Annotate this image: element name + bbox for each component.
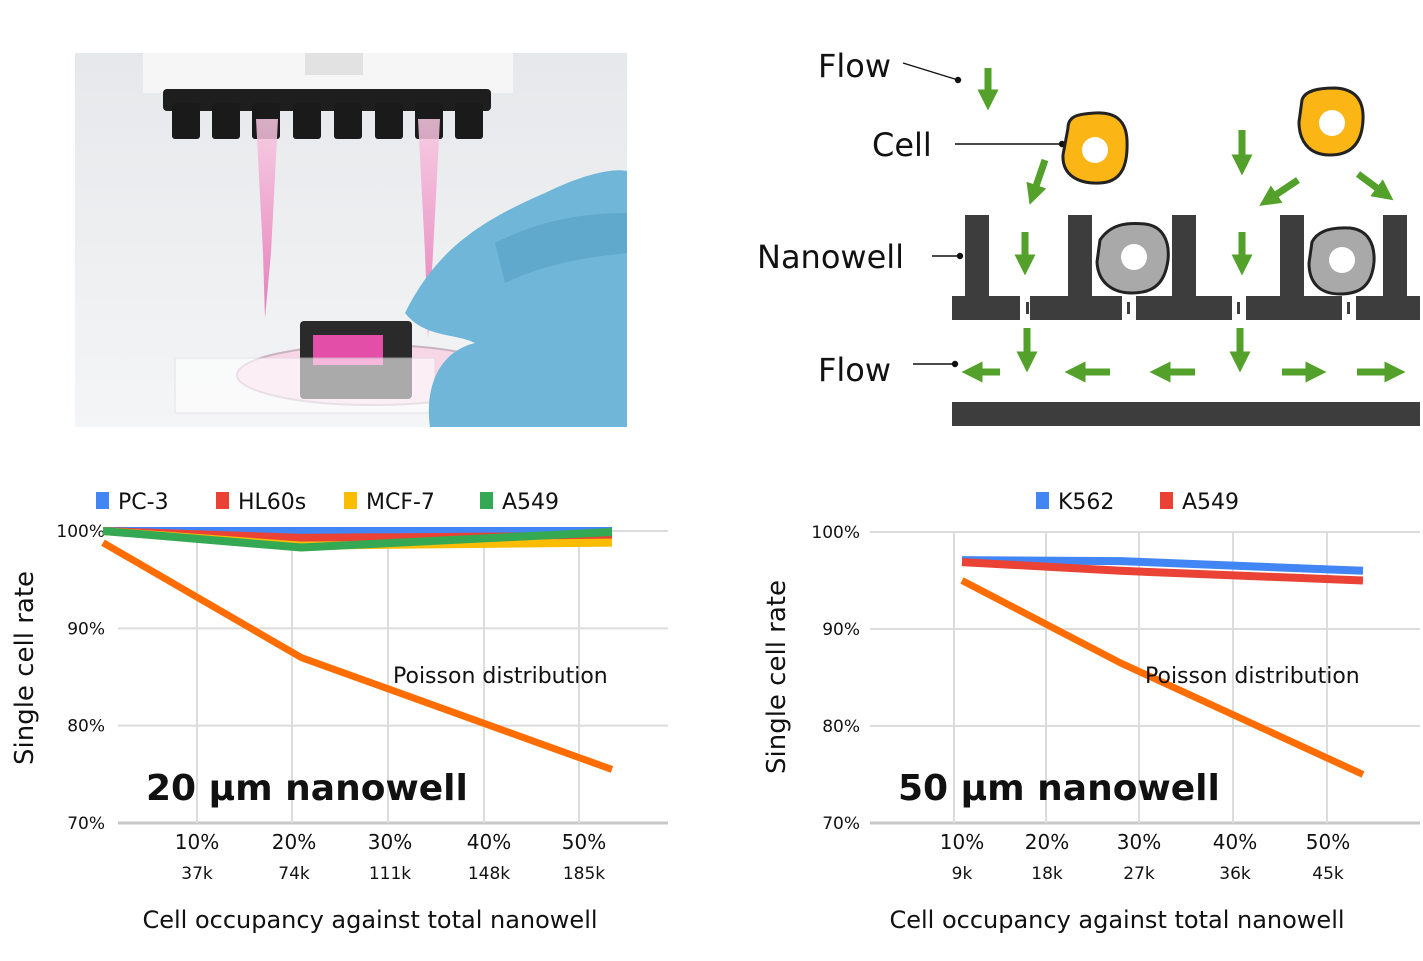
legend-swatch <box>96 492 109 509</box>
chart-title: 20 μm nanowell <box>146 768 468 809</box>
y-tick-label: 80% <box>67 717 105 737</box>
legend-swatch <box>480 492 493 509</box>
pipette-head <box>163 89 491 111</box>
series-line-a549 <box>102 527 613 552</box>
x-tick-label: 50% <box>562 830 606 854</box>
lab-photo <box>75 53 627 427</box>
x-sub-tick-label: 9k <box>952 864 973 884</box>
x-sub-tick-label: 36k <box>1219 864 1251 884</box>
y-tick-label: 100% <box>811 523 860 543</box>
y-axis-title: Single cell rate <box>762 580 792 774</box>
y-tick-label: 90% <box>822 620 860 640</box>
x-tick-label: 20% <box>272 830 316 854</box>
glass-slide <box>174 357 436 414</box>
legend-label: PC-3 <box>118 490 169 515</box>
x-tick-label: 30% <box>368 830 412 854</box>
legend-label: HL60s <box>238 490 306 515</box>
cell-trapped-2 <box>1307 226 1376 296</box>
leader-lines <box>902 62 1066 368</box>
grid <box>118 530 668 825</box>
legend-label: A549 <box>502 490 559 515</box>
chart-title: 50 μm nanowell <box>898 768 1220 809</box>
legend-label: A549 <box>1182 490 1239 515</box>
pipette-button <box>305 53 363 75</box>
x-tick-label: 20% <box>1025 830 1069 854</box>
label-nanowell: Nanowell <box>757 238 904 276</box>
series-line-poisson <box>101 539 614 773</box>
y-tick-label: 90% <box>67 619 105 639</box>
y-tick-label: 80% <box>822 717 860 737</box>
chart-50um: 70% 80% 90% 100% 10% 9k 20% 18k 30% 27k 40% 36k 50% 4… <box>762 490 1420 934</box>
glove-shadow <box>495 213 627 283</box>
legend-label: K562 <box>1058 490 1114 515</box>
y-axis-title: Single cell rate <box>10 571 40 765</box>
legend-swatch <box>216 492 229 509</box>
label-cell: Cell <box>872 126 932 164</box>
x-sub-tick-label: 45k <box>1312 864 1344 884</box>
series-line-a549 <box>961 558 1364 585</box>
x-tick-label: 50% <box>1306 830 1350 854</box>
label-flow-bottom: Flow <box>818 351 891 389</box>
y-tick-label: 70% <box>822 814 860 834</box>
poisson-annotation: Poisson distribution <box>1145 664 1360 689</box>
cells <box>1061 86 1376 296</box>
label-flow-top: Flow <box>818 47 891 85</box>
x-tick-label: 30% <box>1117 830 1161 854</box>
x-axis-title: Cell occupancy against total nanowell <box>889 906 1344 934</box>
x-sub-tick-label: 148k <box>468 864 510 884</box>
pipette-tip-right <box>418 119 440 338</box>
nanowell-flow-diagram: Flow Cell Nanowell Flow <box>757 47 1420 426</box>
legend: PC-3 HL60s MCF-7 A549 <box>96 490 559 515</box>
chart-20um: 70% 80% 90% 100% 10% 37k 20% 74k 30% 111k 40% 148k 5… <box>10 490 668 934</box>
series-lines <box>101 527 614 773</box>
x-tick-label: 10% <box>175 830 219 854</box>
legend-swatch <box>344 492 357 509</box>
x-sub-tick-label: 18k <box>1031 864 1063 884</box>
x-sub-tick-label: 37k <box>181 864 213 884</box>
series-line-poisson <box>960 577 1365 778</box>
y-tick-label: 70% <box>67 814 105 834</box>
x-tick-label: 10% <box>940 830 984 854</box>
x-axis-title: Cell occupancy against total nanowell <box>142 906 597 934</box>
x-sub-tick-label: 111k <box>369 864 411 884</box>
flow-arrows <box>961 68 1406 383</box>
nanowell-structure <box>952 215 1420 426</box>
x-sub-tick-label: 74k <box>278 864 310 884</box>
cell-trapped-1 <box>1095 221 1170 295</box>
x-tick-label: 40% <box>1213 830 1257 854</box>
legend-label: MCF-7 <box>366 490 435 515</box>
pipette-tip-left <box>256 119 278 318</box>
series-line-k562 <box>961 556 1364 575</box>
x-tick-label: 40% <box>467 830 511 854</box>
series-lines <box>960 556 1365 778</box>
x-sub-tick-label: 27k <box>1123 864 1155 884</box>
x-sub-tick-label: 185k <box>563 864 605 884</box>
legend: K562 A549 <box>1036 490 1239 515</box>
poisson-annotation: Poisson distribution <box>393 664 608 689</box>
cell-free-1 <box>1061 111 1129 185</box>
legend-swatch <box>1036 492 1049 509</box>
bottom-plate <box>952 402 1420 426</box>
y-tick-label: 100% <box>56 522 105 542</box>
cell-free-2 <box>1297 86 1365 157</box>
legend-swatch <box>1160 492 1173 509</box>
